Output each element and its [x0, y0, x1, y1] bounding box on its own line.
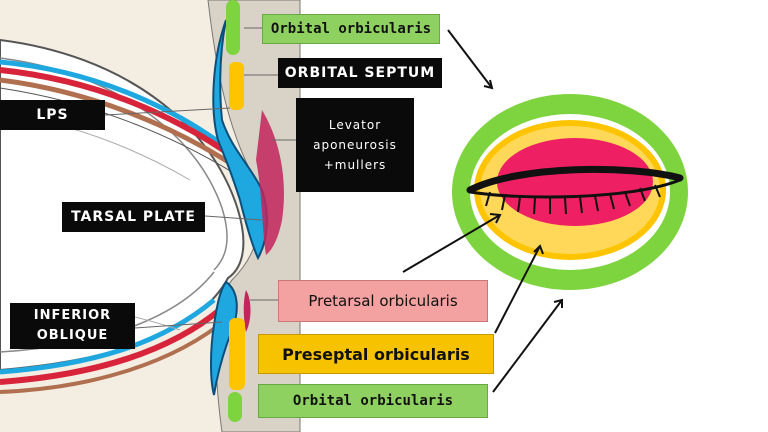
label-lps: LPS [0, 100, 105, 130]
label-orbital-orbicularis-bottom: Orbital orbicularis [258, 384, 488, 418]
leader-lines [104, 27, 296, 329]
label-tarsal-plate: TARSAL PLATE [62, 202, 205, 232]
label-levator-line-1: Levator [328, 118, 382, 132]
frontal-eyelid-illustration [452, 94, 688, 290]
label-orbital-septum: ORBITAL SEPTUM [278, 58, 442, 88]
label-orbital-orbicularis-top: Orbital orbicularis [262, 14, 440, 44]
label-levator-line-2: aponeurosis [313, 138, 397, 152]
pointer-arrows [402, 29, 563, 393]
label-inferior-oblique-line-1: INFERIOR [33, 308, 112, 323]
label-inferior-oblique-line-2: OBLIQUE [36, 328, 109, 343]
label-pretarsal-orbicularis: Pretarsal orbicularis [278, 280, 488, 322]
label-levator-aponeurosis: Levator aponeurosis +mullers [296, 98, 414, 192]
label-levator-line-3: +mullers [323, 158, 387, 172]
label-preseptal-orbicularis: Preseptal orbicularis [258, 334, 494, 374]
label-inferior-oblique: INFERIOR OBLIQUE [10, 303, 135, 349]
